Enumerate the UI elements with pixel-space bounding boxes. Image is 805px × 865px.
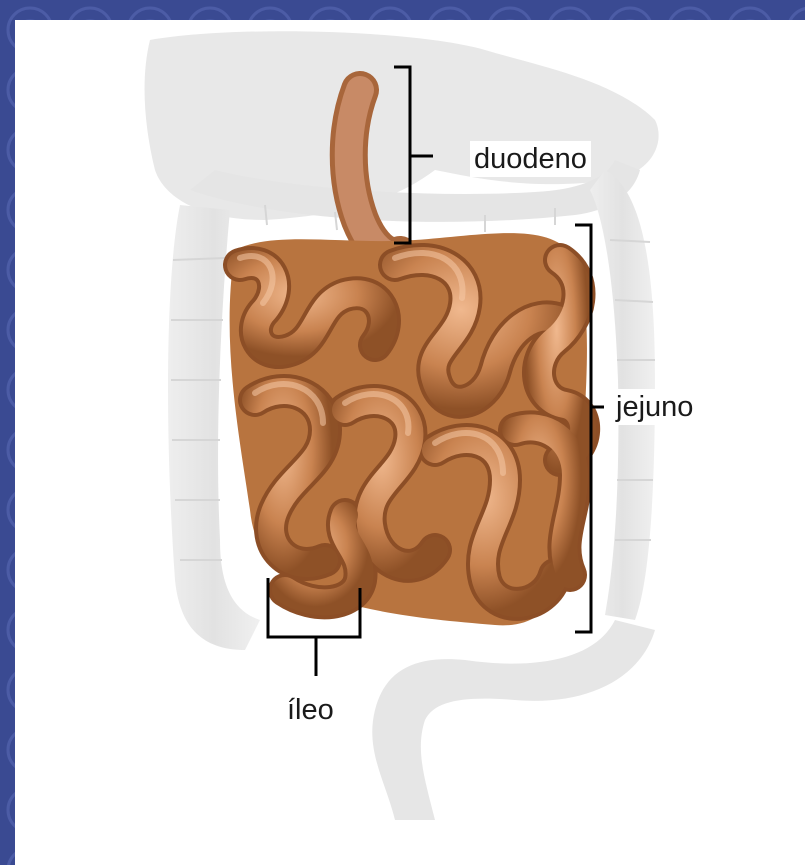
intestine-illustration xyxy=(15,20,805,865)
diagram-panel: duodeno jejuno íleo xyxy=(15,20,805,865)
ileo-label: íleo xyxy=(283,692,338,728)
duodeno-label: duodeno xyxy=(470,141,591,177)
jejuno-label: jejuno xyxy=(612,389,697,425)
